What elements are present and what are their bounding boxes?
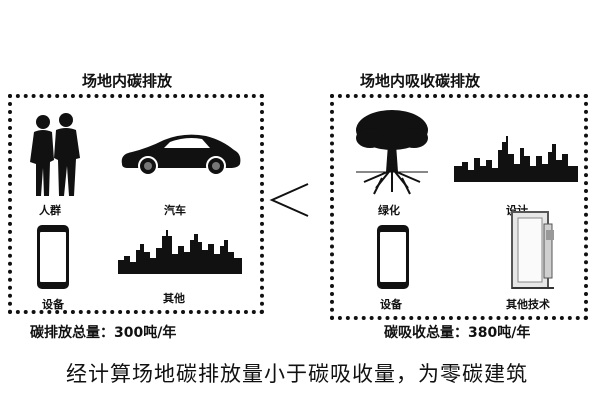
item-label-other: 其他 (163, 292, 185, 305)
right-panel-title: 场地内吸收碳排放 (360, 72, 481, 90)
item-label-device-right: 设备 (380, 298, 402, 311)
less-than-symbol (268, 180, 312, 220)
tree-icon (352, 108, 432, 196)
conclusion-text: 经计算场地碳排放量小于碳吸收量，为零碳建筑 (66, 362, 528, 386)
phone-icon (376, 224, 410, 290)
item-label-device: 设备 (42, 298, 64, 311)
left-total: 碳排放总量：300吨/年 (30, 325, 177, 341)
item-label-people: 人群 (39, 204, 61, 217)
people-icon (26, 112, 84, 200)
left-panel-title: 场地内碳排放 (82, 72, 173, 90)
right-total: 碳吸收总量：380吨/年 (384, 325, 531, 341)
item-label-car: 汽车 (164, 204, 186, 217)
item-label-other-tech: 其他技术 (506, 298, 550, 311)
phone-icon (36, 224, 70, 290)
right-panel-box (330, 94, 588, 320)
car-icon (118, 132, 244, 178)
city-skyline-icon (118, 230, 242, 274)
panel-device-icon (510, 210, 556, 290)
item-label-greenery: 绿化 (378, 204, 400, 217)
left-panel-box (8, 94, 264, 314)
city-skyline-icon (454, 136, 578, 182)
